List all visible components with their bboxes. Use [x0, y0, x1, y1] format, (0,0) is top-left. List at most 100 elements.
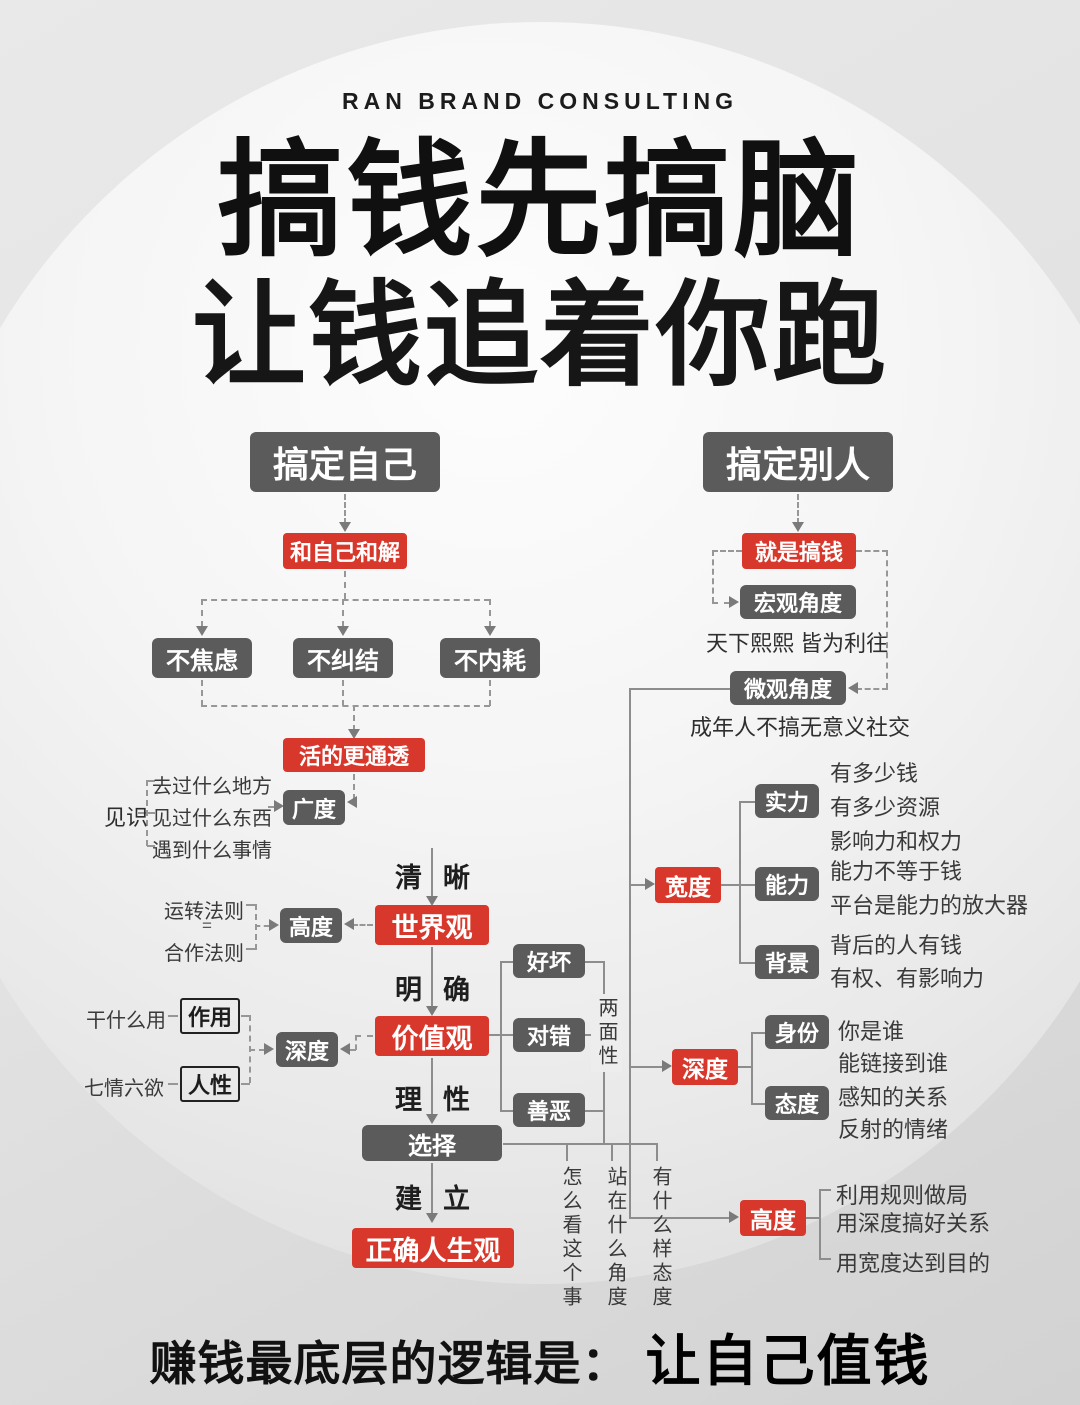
connector-line	[712, 550, 742, 552]
equals-sign: =	[202, 916, 212, 935]
height-note: 利用规则做局	[836, 1183, 969, 1208]
connector-line	[751, 1032, 765, 1034]
connector-line	[500, 1110, 513, 1112]
spine-char-establish-1: 建	[395, 1184, 422, 1214]
connector-line	[147, 845, 155, 847]
connector-line	[168, 1083, 178, 1085]
footer-highlight: 让自己值钱	[645, 1330, 931, 1392]
connector-line	[712, 602, 730, 604]
node-ability: 能力	[755, 867, 819, 901]
connector-line	[630, 688, 730, 690]
attitude-note: 反射的情绪	[838, 1117, 949, 1142]
connector-line	[201, 599, 490, 601]
node-usage: 作用	[180, 998, 240, 1034]
insight-item: 见过什么东西	[152, 808, 272, 830]
connector-line	[147, 812, 155, 814]
connector-line	[353, 705, 355, 731]
node-background: 背景	[755, 945, 819, 979]
node-handle-others: 搞定别人	[703, 432, 893, 492]
connector-line	[489, 1034, 501, 1036]
insight-label: 见识	[104, 805, 149, 830]
connector-line	[168, 1015, 178, 1017]
background-note: 有权、有影响力	[830, 966, 985, 991]
connector-line	[342, 599, 344, 627]
arrowhead	[484, 626, 496, 636]
footer-prefix: 赚钱最底层的逻辑是：	[149, 1337, 630, 1390]
connector-line	[246, 948, 256, 950]
height-note: 用宽度达到目的	[836, 1251, 991, 1276]
arrowhead	[344, 918, 354, 930]
connector-line	[739, 884, 755, 886]
connector-line	[630, 884, 646, 886]
connector-line	[255, 925, 269, 927]
node-is-making-money: 就是搞钱	[742, 533, 856, 569]
node-depth-right: 深度	[672, 1049, 738, 1085]
arrowhead	[426, 1114, 438, 1124]
connector-line	[819, 1258, 831, 1260]
node-height-right: 高度	[740, 1200, 806, 1236]
connector-line	[603, 1111, 605, 1144]
connector-line	[344, 494, 346, 524]
insight-item: 去过什么地方	[152, 776, 272, 798]
node-no-anxiety: 不焦虑	[152, 638, 252, 678]
spine-char-definite-2: 确	[443, 975, 470, 1005]
connector-line	[721, 884, 740, 886]
arrowhead	[729, 1211, 739, 1223]
vertical-note: 怎么看这个事	[559, 1166, 581, 1310]
connector-line	[201, 599, 203, 627]
arrowhead	[662, 1060, 672, 1072]
arrowhead	[729, 596, 739, 608]
identity-note: 能链接到谁	[838, 1051, 949, 1076]
connector-line	[431, 848, 433, 900]
strength-note: 有多少钱	[830, 761, 919, 786]
node-correct-life-view: 正确人生观	[352, 1228, 514, 1268]
arrowhead	[274, 800, 284, 812]
connector-line	[431, 947, 433, 1009]
connector-line	[355, 1035, 373, 1037]
background-note: 背后的人有钱	[830, 933, 963, 958]
node-strength: 实力	[755, 784, 819, 818]
connector-line	[500, 1034, 513, 1036]
arrowhead	[337, 626, 349, 636]
arrowhead	[348, 729, 360, 739]
connector-line	[566, 1143, 568, 1161]
connector-line	[739, 801, 755, 803]
title-line-1: 搞钱先搞脑	[217, 130, 863, 271]
connector-line	[797, 494, 799, 524]
connector-line	[611, 1143, 613, 1161]
connector-line	[751, 1103, 765, 1105]
connector-line	[355, 1035, 357, 1050]
connector-line	[489, 599, 491, 627]
connector-line	[751, 1032, 753, 1104]
node-good-evil: 善恶	[513, 1093, 585, 1127]
connector-line	[353, 774, 355, 800]
macro-note: 天下熙熙 皆为利往	[706, 631, 889, 656]
spine-char-clarity-1: 清	[395, 863, 422, 893]
arrowhead	[792, 522, 804, 532]
connector-line	[342, 680, 344, 706]
connector-line	[201, 680, 203, 706]
node-micro-view: 微观角度	[730, 671, 846, 705]
arrowhead	[339, 522, 351, 532]
connector-line	[500, 961, 502, 1111]
connector-line	[431, 1163, 433, 1215]
connector-line	[138, 812, 147, 814]
strength-note: 影响力和权力	[830, 829, 963, 854]
connector-line	[431, 1058, 433, 1116]
node-breadth: 广度	[283, 790, 345, 825]
node-no-internal-friction: 不内耗	[440, 638, 540, 678]
node-macro-view: 宏观角度	[740, 585, 856, 619]
connector-line	[585, 961, 604, 963]
connector-line	[856, 550, 888, 552]
connector-line	[201, 705, 490, 707]
connector-line	[630, 1217, 730, 1219]
connector-line	[819, 1189, 821, 1259]
connector-line	[255, 904, 257, 950]
arrowhead	[347, 796, 357, 808]
node-reconcile-self: 和自己和解	[283, 533, 407, 569]
vertical-note: 有什么样态度	[649, 1166, 671, 1310]
connector-line	[656, 1143, 658, 1161]
connector-line	[739, 801, 741, 963]
node-good-bad: 好坏	[513, 944, 585, 978]
arrowhead	[269, 919, 279, 931]
